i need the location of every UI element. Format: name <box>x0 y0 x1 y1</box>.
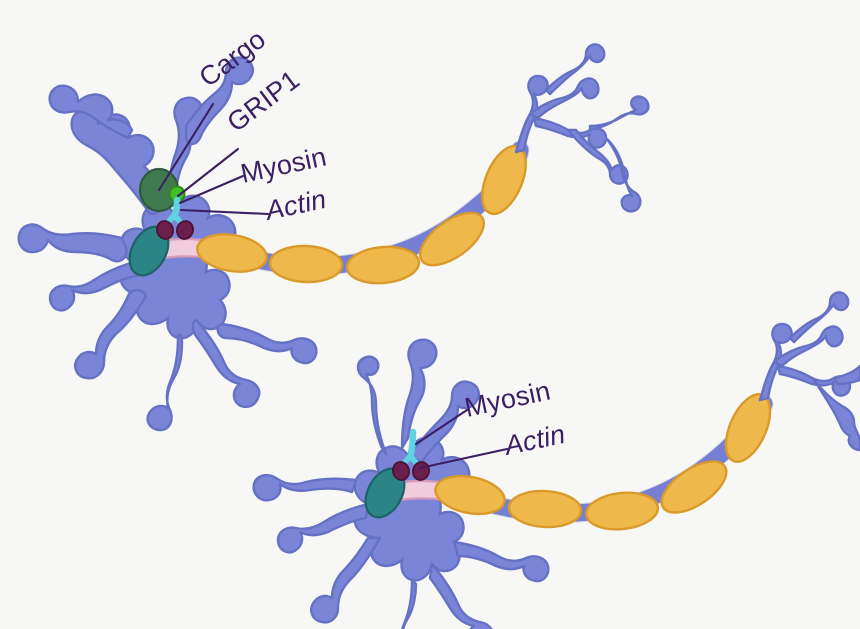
myelin-segments-upper <box>196 144 527 285</box>
leader-line-actin <box>179 208 270 216</box>
myelin-segment <box>268 244 344 284</box>
leader-line-grip1 <box>176 147 240 198</box>
leader-line-cargo <box>157 102 215 192</box>
myelin-segment <box>507 489 583 529</box>
axon-terminal-lower <box>758 291 860 452</box>
axon-terminal-upper <box>514 43 650 213</box>
myelin-segment <box>584 491 660 531</box>
leader-line-actin-2 <box>418 447 509 470</box>
myelin-segments-lower <box>434 393 772 531</box>
myosin-head <box>392 461 410 481</box>
myelin-segment <box>434 474 506 516</box>
myosin-head <box>176 220 194 240</box>
leader-line-myosin-2 <box>414 408 469 446</box>
myosin-molecule-upper <box>156 196 194 240</box>
myelin-segment <box>660 460 728 514</box>
myelin-segment <box>419 211 485 267</box>
myelin-segment <box>345 245 421 285</box>
myelin-segment <box>196 233 268 273</box>
neuron-lower: Myosin Actin <box>252 291 860 629</box>
leader-line-myosin <box>178 174 245 205</box>
myosin-head <box>156 220 174 240</box>
dendrites-lower <box>252 338 550 629</box>
